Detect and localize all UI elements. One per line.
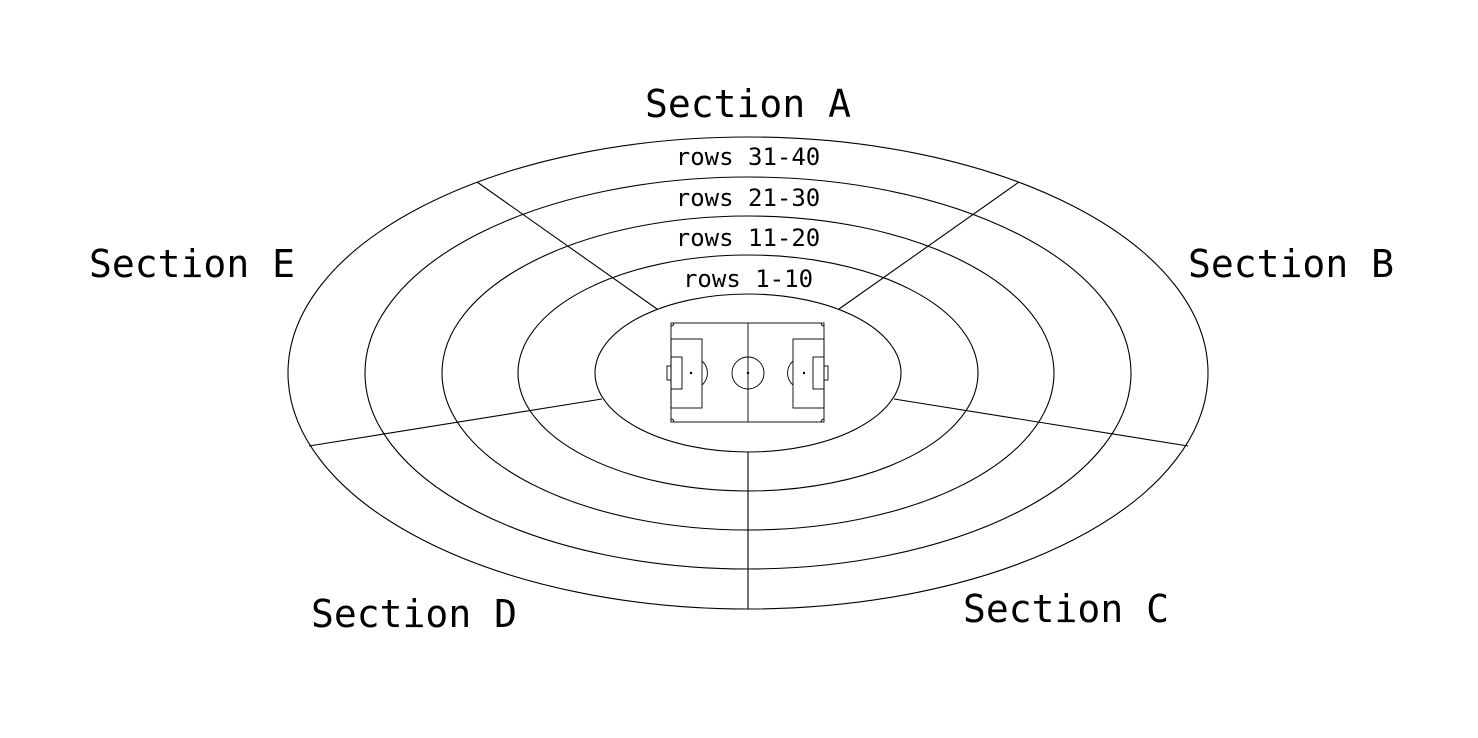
corner-arc-bottom-right [820,418,825,423]
right-penalty-area [792,338,825,409]
label-section-c: Section C [963,587,1169,631]
left-goal-area [670,356,683,390]
corner-arc-top-right [820,322,825,327]
corner-arc-top-left [670,322,675,327]
corner-arc-bottom-left [670,418,675,423]
left-penalty-area [670,338,703,409]
right-goal [823,365,829,381]
divider-a-b [838,181,1020,310]
label-section-a: Section A [645,82,851,126]
label-section-d: Section D [311,592,517,636]
left-penalty-spot [689,371,693,375]
centre-circle [731,356,765,390]
right-penalty-spot [802,371,806,375]
centre-spot [746,371,750,375]
label-rows-11-20: rows 11-20 [676,224,821,252]
left-goal [666,365,672,381]
left-penalty-arc [701,360,708,386]
label-rows-1-10: rows 1-10 [683,265,813,293]
label-section-e: Section E [89,242,295,286]
label-rows-31-40: rows 31-40 [676,143,821,171]
label-rows-21-30: rows 21-30 [676,184,821,212]
divider-a-e [476,181,658,310]
divider-d-e [308,398,603,447]
right-penalty-arc [787,360,794,386]
divider-b-c [893,398,1189,447]
label-section-b: Section B [1188,242,1394,286]
right-goal-area [812,356,825,390]
football-pitch [666,322,829,423]
